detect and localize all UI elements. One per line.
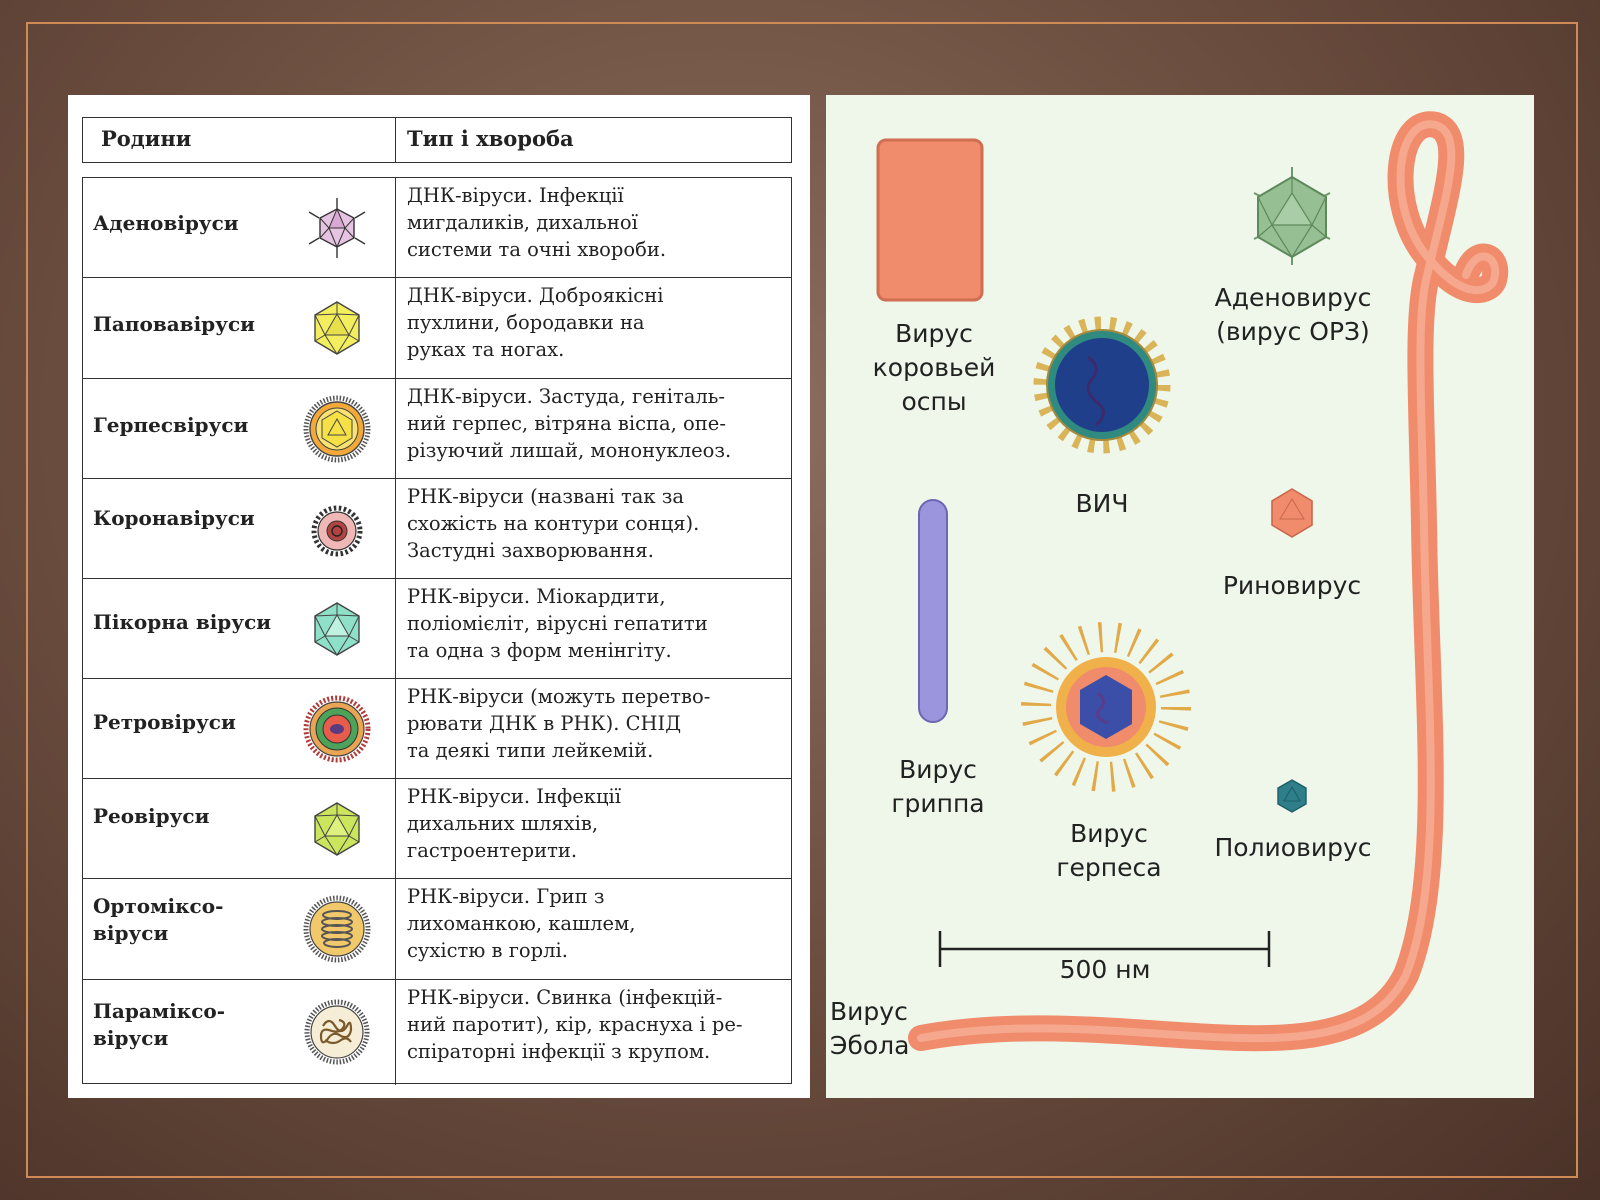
table-row: Пікорна віруси РНК-віруси. Міокардити, п… (83, 579, 791, 679)
table-row: Паповавіруси ДНК-віруси. Доброякісні пух… (83, 278, 791, 379)
coronavirus-icon (311, 505, 363, 557)
virus-families-table: Родини Тип і хвороба Аденовіруси ДНК-вір… (68, 95, 810, 1098)
disease-description: ДНК-віруси. Інфекції мигдаликів, дихальн… (407, 184, 667, 261)
disease-description: ДНК-віруси. Застуда, геніталь- ний герпе… (407, 385, 732, 462)
family-name: Аденовіруси (93, 211, 239, 235)
family-name: Паповавіруси (93, 312, 255, 336)
family-name: Реовіруси (93, 804, 210, 828)
label-ebola: Вирус Эбола (830, 997, 910, 1060)
family-name: Параміксо- віруси (93, 999, 226, 1050)
influenza-virus-rod (918, 499, 948, 723)
herpesvirus-icon (303, 395, 371, 463)
header-type-disease: Тип і хвороба (407, 126, 574, 151)
herpes-virus-shape (1021, 622, 1191, 792)
cowpox-virus-shape (876, 138, 984, 302)
adenovirus-shape (1253, 167, 1331, 265)
table-row: Коронавіруси РНК-віруси (названі так за … (83, 479, 791, 579)
disease-description: РНК-віруси (названі так за схожість на к… (407, 485, 700, 562)
adenovirus-icon (308, 198, 366, 258)
papovavirus-icon (314, 301, 360, 355)
table-header: Родини Тип і хвороба (82, 117, 792, 163)
table-body: Аденовіруси ДНК-віруси. Інфекції мигдали… (82, 177, 792, 1085)
hiv-virus-shape (1033, 316, 1171, 454)
table-row: Герпесвіруси ДНК-віруси. Застуда, геніта… (83, 379, 791, 479)
disease-description: РНК-віруси (можуть перетво- рювати ДНК в… (407, 685, 711, 762)
family-name: Коронавіруси (93, 506, 255, 530)
label-adenovirus: Аденовирус (вирус ОРЗ) (1214, 283, 1372, 346)
disease-description: РНК-віруси. Інфекції дихальних шляхів, г… (407, 785, 621, 862)
label-hiv: ВИЧ (1075, 489, 1129, 518)
table-row: Аденовіруси ДНК-віруси. Інфекції мигдали… (83, 178, 791, 278)
paramyxovirus-icon (304, 999, 370, 1065)
table-row: Параміксо- віруси РНК-віруси. Свинка (ін… (83, 980, 791, 1085)
retrovirus-icon (303, 695, 371, 763)
header-families: Родини (101, 126, 192, 151)
slide-frame (26, 22, 1578, 1178)
table-row: Реовіруси РНК-віруси. Інфекції дихальних… (83, 779, 791, 879)
family-name: Ретровіруси (93, 710, 236, 734)
table-row: Ортоміксо- віруси РНК-віруси. Грип з лих… (83, 879, 791, 980)
reovirus-icon (314, 802, 360, 856)
ebola-virus-filament (908, 111, 1509, 1052)
scale-bar (938, 931, 1271, 967)
label-herpes: Вирус герпеса (1056, 819, 1162, 882)
family-name: Ортоміксо- віруси (93, 894, 224, 945)
label-scale: 500 нм (1059, 955, 1151, 984)
family-name: Герпесвіруси (93, 413, 249, 437)
family-name: Пікорна віруси (93, 610, 272, 634)
disease-description: РНК-віруси. Міокардити, поліомієліт, вір… (407, 585, 708, 662)
label-influenza: Вирус гриппа (891, 755, 985, 818)
label-cowpox: Вирус коровьей оспы (872, 319, 996, 416)
poliovirus-shape (1277, 779, 1307, 813)
picornavirus-icon (314, 602, 360, 656)
virus-size-diagram: Вирус коровьей оспы ВИЧ Аденовирус (виру… (826, 95, 1534, 1098)
label-rhinovirus: Риновирус (1222, 571, 1362, 600)
table-row: Ретровіруси РНК-віруси (можуть перетво- … (83, 679, 791, 779)
disease-description: РНК-віруси. Грип з лихоманкою, кашлем, с… (407, 885, 636, 962)
disease-description: ДНК-віруси. Доброякісні пухлини, бородав… (407, 284, 664, 361)
label-poliovirus: Полиовирус (1214, 833, 1372, 862)
orthomyxovirus-icon (303, 895, 371, 963)
rhinovirus-shape (1271, 488, 1313, 538)
disease-description: РНК-віруси. Свинка (інфекцій- ний пароти… (407, 986, 743, 1063)
